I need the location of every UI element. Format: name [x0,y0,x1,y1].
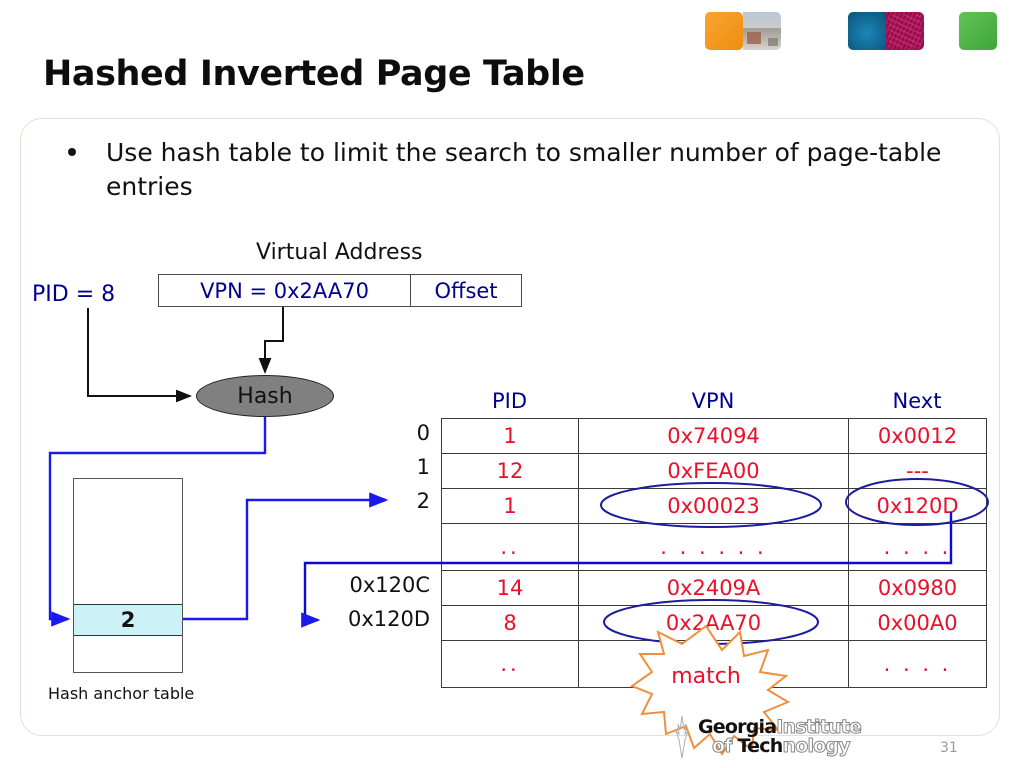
decoration-green-square [959,12,997,50]
virtual-address-caption: Virtual Address [256,240,423,265]
cell-pid: .. [441,523,579,571]
cell-vpn: 0xFEA00 [578,453,849,489]
page-title: Hashed Inverted Page Table [43,54,585,94]
cell-next: . . . . [848,523,987,571]
logo-tech: Tech [737,735,784,757]
logo-line-1: GeorgiaInstitute [698,716,863,739]
virtual-address-box: VPN = 0x2AA70 Offset [158,274,522,307]
cell-vpn: 0x2409A [578,570,849,606]
offset-field: Offset [434,278,498,303]
table-row: 14 0x2409A 0x0980 [441,570,987,606]
decoration-photo-street [743,12,781,50]
vpn-field: VPN = 0x2AA70 [159,275,411,306]
cell-next: 0x0980 [848,570,987,606]
bullet-text: Use hash table to limit the search to sm… [106,138,942,201]
match-annotation: match [627,634,785,728]
row-index-1: 1 [416,455,430,479]
hash-anchor-highlighted-cell: 2 [74,604,182,636]
column-header-vpn: VPN [691,389,735,413]
cell-pid: 1 [441,488,579,524]
table-row-ellipsis: .. . . . . . . . . . . [441,523,987,571]
hash-anchor-table-caption: Hash anchor table [48,684,195,703]
cell-pid: 14 [441,570,579,606]
hash-function-node: Hash [196,375,334,417]
slide-number: 31 [940,740,958,756]
decoration-orange-square [705,12,743,50]
content-frame [20,118,1000,736]
page-table-header-row: PID VPN Next [441,389,986,415]
table-row: 1 0x00023 0x120D [441,488,987,524]
pid-label: PID = 8 [32,282,116,307]
table-row: 12 0xFEA00 --- [441,453,987,489]
torch-icon [675,715,689,759]
row-index-120c: 0x120C [349,573,430,597]
cell-pid: 12 [441,453,579,489]
cell-next: 0x120D [848,488,987,524]
decoration-photo-circuit [886,12,924,50]
cell-next: 0x00A0 [848,605,987,641]
logo-nology: nology [782,735,851,758]
logo-line-2: of Technology [712,735,852,758]
hash-label: Hash [237,383,293,409]
row-index-0: 0 [416,421,430,445]
logo-institute: Institute [776,716,863,739]
row-index-120d: 0x120D [347,607,430,631]
cell-pid: 8 [441,605,579,641]
column-header-next: Next [892,389,942,413]
georgia-tech-logo: GeorgiaInstitute of Technology [664,714,894,760]
hash-anchor-table: 2 [73,478,183,673]
cell-next: 0x0012 [848,418,987,454]
cell-next: --- [848,453,987,489]
column-header-pid: PID [491,389,528,413]
logo-georgia: Georgia [698,716,777,738]
cell-vpn: 0x74094 [578,418,849,454]
cell-pid: 1 [441,418,579,454]
hash-anchor-cell-value: 2 [120,608,136,632]
cell-vpn: 0x00023 [578,488,849,524]
cell-vpn: . . . . . . [578,523,849,571]
row-index-2: 2 [416,489,430,513]
cell-next: . . . . [848,640,987,688]
table-row: 1 0x74094 0x0012 [441,418,987,454]
bullet-dot-icon [68,148,76,156]
match-label: match [671,663,741,689]
logo-of: of [712,735,738,758]
decoration-blue-square [848,12,886,50]
cell-pid: .. [441,640,579,688]
